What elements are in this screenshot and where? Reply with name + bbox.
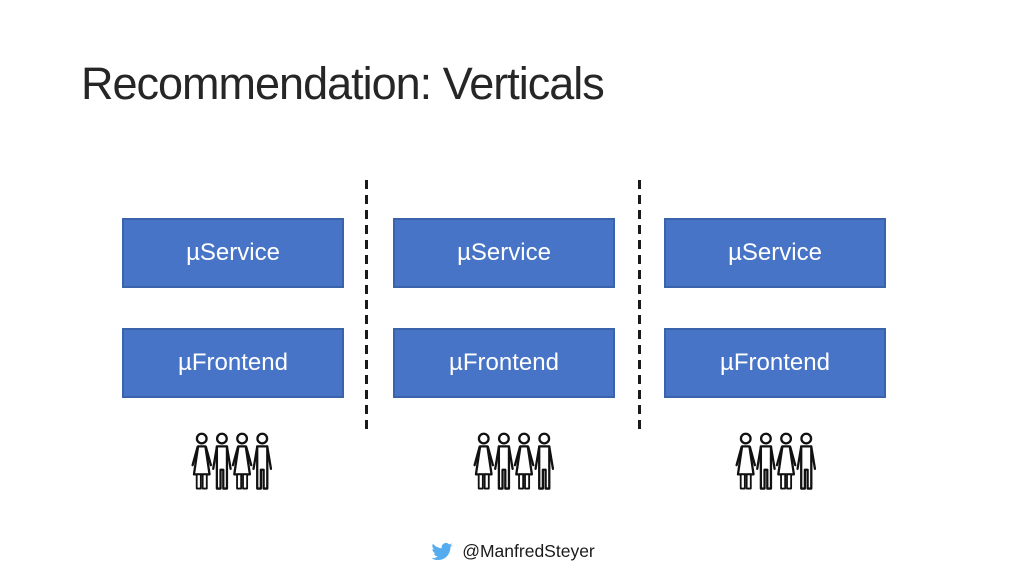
people-group-icon bbox=[470, 432, 558, 491]
slide-title: Recommendation: Verticals bbox=[81, 58, 605, 109]
vertical-dashed-divider bbox=[638, 180, 641, 432]
frontend-box-3: µFrontend bbox=[664, 328, 886, 398]
service-box-label: µService bbox=[186, 239, 280, 266]
people-group-icon bbox=[188, 432, 276, 491]
service-box-label: µService bbox=[457, 239, 551, 266]
twitter-bird-icon bbox=[431, 542, 453, 561]
frontend-box-label: µFrontend bbox=[720, 349, 830, 376]
frontend-box-1: µFrontend bbox=[122, 328, 344, 398]
frontend-box-2: µFrontend bbox=[393, 328, 615, 398]
vertical-dashed-divider bbox=[365, 180, 368, 432]
service-box-2: µService bbox=[393, 218, 615, 288]
service-box-1: µService bbox=[122, 218, 344, 288]
frontend-box-label: µFrontend bbox=[178, 349, 288, 376]
service-box-3: µService bbox=[664, 218, 886, 288]
footer: @ManfredSteyer bbox=[0, 541, 1024, 562]
people-group-icon bbox=[732, 432, 820, 491]
twitter-handle: @ManfredSteyer bbox=[462, 541, 595, 561]
service-box-label: µService bbox=[728, 239, 822, 266]
frontend-box-label: µFrontend bbox=[449, 349, 559, 376]
